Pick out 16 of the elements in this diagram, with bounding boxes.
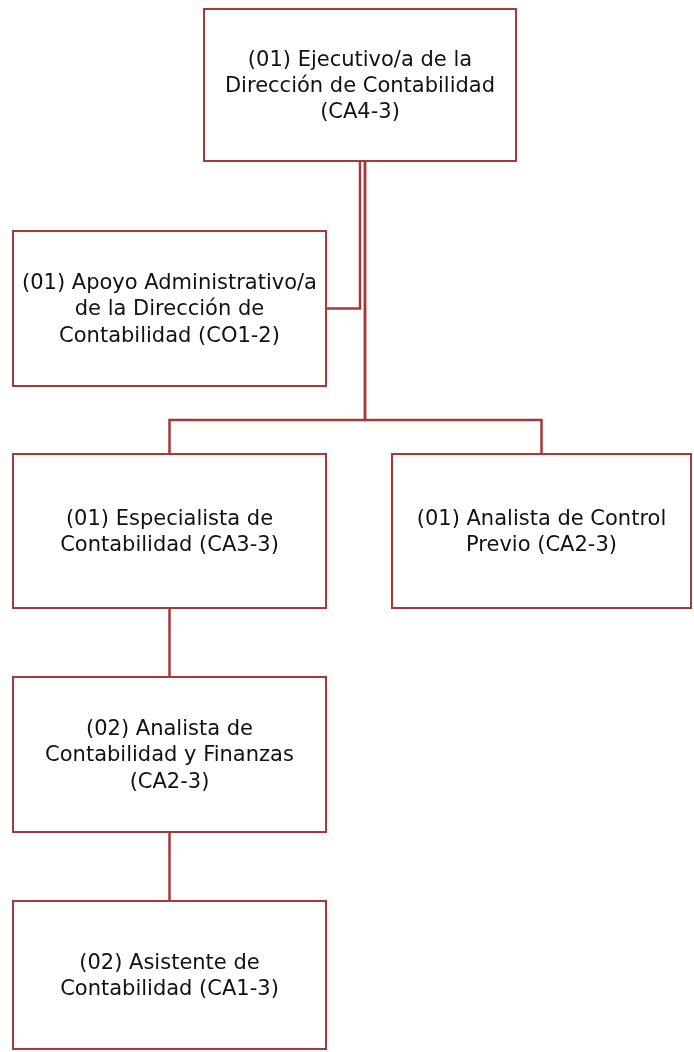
position-box: [12, 453, 327, 609]
position-title: (01) Ejecutivo/a de la Dirección de Contabilidad (CA4-3): [223, 45, 497, 125]
position-box: [203, 8, 517, 162]
connector-line: [363, 162, 543, 453]
position-box: [12, 230, 327, 387]
position-box: [12, 900, 327, 1050]
connector-line: [168, 833, 171, 900]
position-title: (02) Asistente de Contabilidad (CA1-3): [59, 948, 280, 1002]
position-box: [12, 676, 327, 833]
position-title: (01) Apoyo Administrativo/a de la Dirección de Contabilidad (CO1-2): [21, 269, 318, 348]
position-box: [391, 453, 692, 609]
connector-line: [327, 162, 362, 310]
position-title: (02) Analista de Contabilidad y Finanzas (CA2-3): [44, 715, 295, 794]
position-title: (01) Especialista de Contabilidad (CA3-3): [59, 504, 280, 558]
position-title: (01) Analista de Control Previo (CA2-3): [415, 504, 668, 558]
connector-line: [168, 609, 171, 676]
